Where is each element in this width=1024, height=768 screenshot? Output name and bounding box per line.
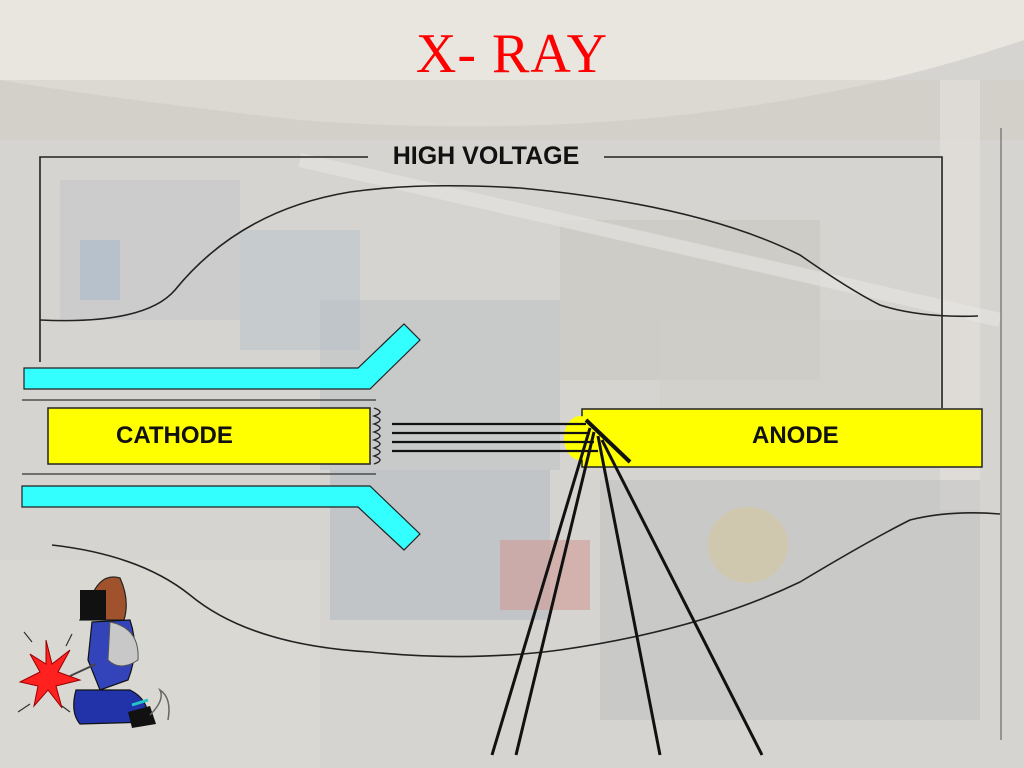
electron-beam: [392, 422, 598, 453]
cathode-label: CATHODE: [116, 422, 233, 449]
envelope-bottom-curve: [51, 512, 1001, 658]
welding-spark-icon: [17, 631, 82, 713]
anode-bar: [581, 408, 983, 468]
xray-beams: [490, 427, 764, 756]
anode-target-spot: [564, 416, 596, 460]
cathode-bar: [47, 407, 371, 465]
high-voltage-label: HIGH VOLTAGE: [392, 142, 580, 170]
focusing-cup-lower: [21, 485, 421, 551]
focusing-cup: [21, 323, 421, 551]
high-voltage-circuit: [39, 128, 1002, 740]
glass-envelope: [39, 184, 1001, 658]
anode-target-face: [584, 418, 632, 464]
envelope-top-curve: [39, 184, 979, 322]
welder-figure-icon: [69, 576, 170, 728]
hv-wire-right: [604, 156, 943, 408]
anode-label: ANODE: [752, 422, 839, 449]
electrodes: [22, 399, 983, 475]
focusing-cup-upper: [23, 323, 421, 390]
hv-wire-left: [39, 156, 368, 362]
filament-coil: [371, 407, 381, 465]
page-title: X- RAY: [415, 23, 609, 85]
